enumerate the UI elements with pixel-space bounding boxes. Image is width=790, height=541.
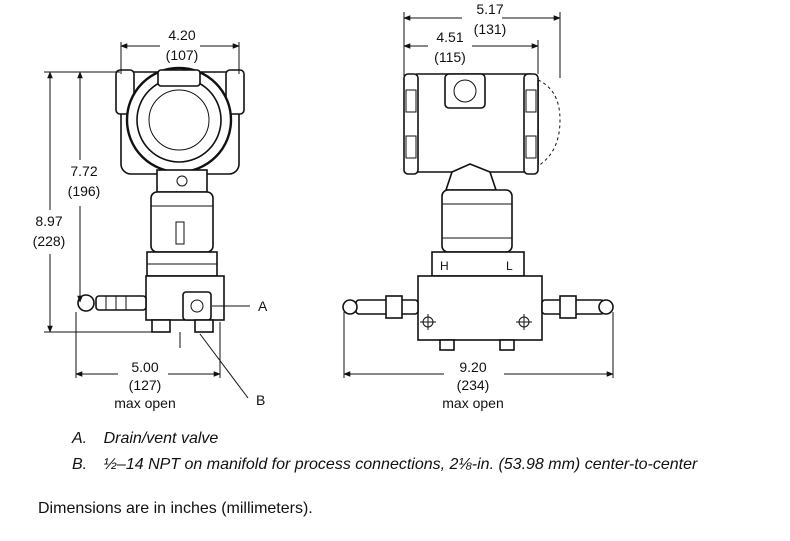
- dim-right-bottom-in: 9.20: [459, 359, 486, 375]
- dim-right-bottom-mm: (234): [457, 377, 490, 393]
- dim-left-bottom-in: 5.00: [131, 359, 158, 375]
- units-footer: Dimensions are in inches (millimeters).: [38, 500, 313, 517]
- dimension-left-width: 4.20 (107): [120, 27, 240, 74]
- callout-b-label: B: [256, 392, 265, 408]
- note-b-letter: B.: [72, 456, 88, 473]
- dim-left-width-in: 4.20: [168, 27, 195, 43]
- dim-head-height-mm: (196): [68, 183, 101, 199]
- note-b: B. ½–14 NPT on manifold for process conn…: [72, 456, 697, 474]
- callout-b: B: [199, 333, 265, 408]
- dim-total-height-in: 8.97: [35, 213, 62, 229]
- dim-right-body-in: 4.51: [436, 29, 463, 45]
- svg-text:L: L: [506, 259, 513, 273]
- dim-right-body-mm: (115): [434, 49, 466, 65]
- dim-total-height-mm: (228): [33, 233, 66, 249]
- note-a-text: Drain/vent valve: [103, 430, 219, 447]
- callout-a: A: [212, 298, 268, 314]
- svg-text:H: H: [440, 259, 449, 273]
- dim-left-bottom-note: max open: [114, 395, 175, 411]
- dim-right-overall-mm: (131): [474, 21, 507, 37]
- dim-right-bottom-note: max open: [442, 395, 503, 411]
- dimension-left-bottom: 5.00 (127) max open: [75, 312, 221, 411]
- dimension-left-height-total: 8.97 (228): [28, 71, 152, 333]
- note-b-text: ½–14 NPT on manifold for process connect…: [103, 456, 698, 473]
- dim-right-overall-in: 5.17: [476, 1, 503, 17]
- front-view-transmitter: H L: [342, 73, 614, 351]
- dimension-right-body: 4.51 (115): [403, 28, 539, 74]
- note-a: A. Drain/vent valve: [72, 430, 218, 448]
- dim-head-height-in: 7.72: [70, 163, 97, 179]
- dim-left-bottom-mm: (127): [129, 377, 162, 393]
- side-view-transmitter: [77, 66, 245, 348]
- note-a-letter: A.: [72, 430, 88, 447]
- dimension-right-overall: 5.17 (131): [403, 0, 561, 78]
- dim-left-width-mm: (107): [166, 47, 199, 63]
- callout-a-label: A: [258, 298, 268, 314]
- dimension-left-height-head: 7.72 (196): [60, 71, 120, 303]
- dimension-right-bottom: 9.20 (234) max open: [343, 312, 614, 411]
